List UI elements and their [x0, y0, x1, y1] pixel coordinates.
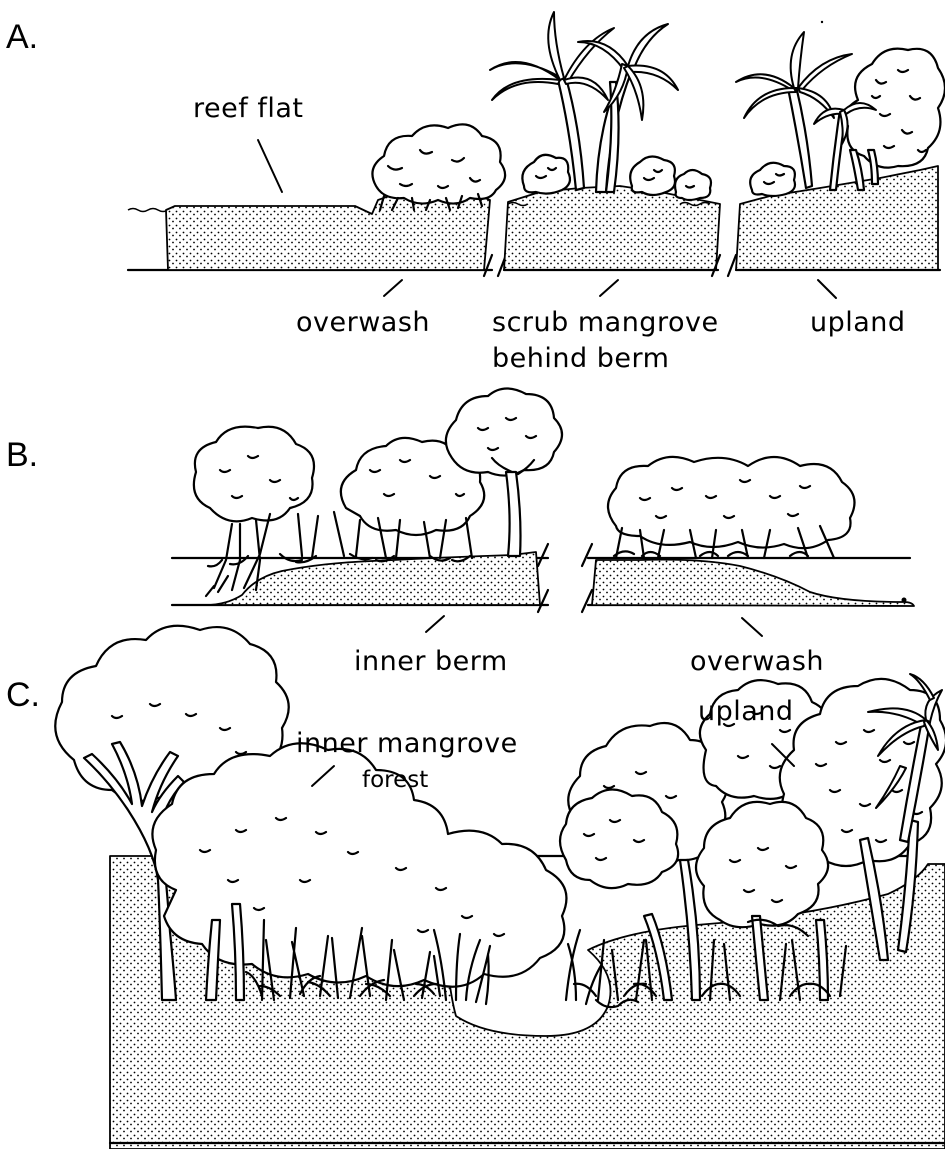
leader-reef-flat	[258, 140, 282, 192]
panel-a-overwash-shrubs	[372, 124, 505, 210]
label-inner-berm: inner berm	[354, 646, 508, 677]
leader-overwash-a	[384, 280, 402, 296]
leader-scrub-mangrove	[600, 280, 618, 296]
label-upland-c: upland	[698, 696, 794, 727]
panel-b-break-4	[582, 544, 592, 566]
leader-inner-berm	[426, 616, 444, 632]
panel-b-letter: B.	[6, 436, 38, 474]
panel-c-letter: C.	[6, 676, 40, 714]
label-scrub-mangrove-2: behind berm	[492, 343, 669, 374]
panel-a: A.	[6, 12, 945, 374]
label-overwash-b: overwash	[690, 646, 824, 677]
panel-a-speck	[821, 21, 823, 23]
label-reef-flat: reef flat	[193, 93, 303, 124]
panel-a-letter: A.	[6, 18, 38, 56]
leader-upland-a	[818, 280, 836, 298]
panel-b-break-2	[538, 544, 548, 566]
label-inner-mangrove-2: forest	[362, 767, 428, 793]
label-upland-a: upland	[810, 307, 906, 338]
panel-b-break-3	[582, 590, 592, 612]
label-scrub-mangrove-1: scrub mangrove	[492, 307, 719, 338]
leader-overwash-b	[742, 618, 762, 636]
panel-b: B.	[6, 388, 914, 677]
panel-b-sediment-overwash	[592, 560, 914, 606]
panel-c: C.	[6, 626, 945, 1149]
label-inner-mangrove-1: inner mangrove	[296, 728, 518, 759]
panel-a-break-4	[728, 255, 736, 276]
panel-b-overwash-end	[902, 598, 907, 603]
label-overwash-a: overwash	[296, 307, 430, 338]
panel-b-overwash-mangroves	[608, 457, 855, 558]
